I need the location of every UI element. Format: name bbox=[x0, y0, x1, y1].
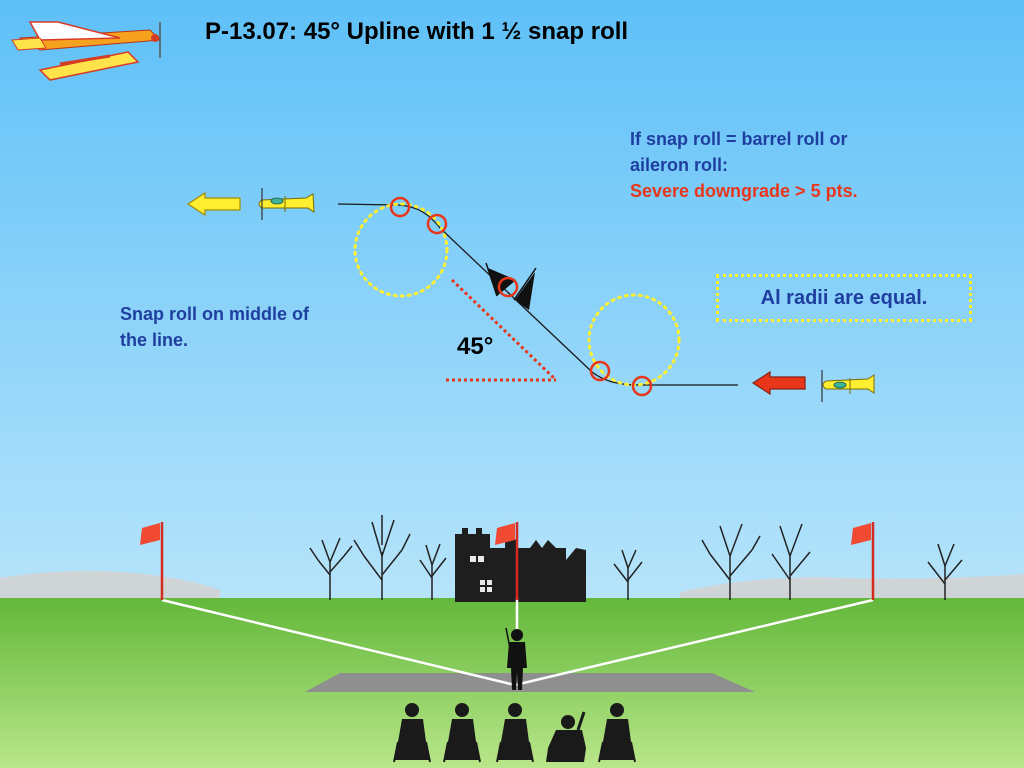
point-marker bbox=[389, 196, 411, 218]
angle-label: 45° bbox=[457, 333, 494, 360]
downgrade-text: Severe downgrade > 5 pts. bbox=[630, 181, 858, 201]
hill-left bbox=[0, 570, 220, 600]
tree-icon bbox=[419, 543, 447, 600]
flag-left-icon bbox=[140, 522, 164, 600]
entry-direction-arrow-icon bbox=[751, 370, 806, 396]
snap-note-line: the line. bbox=[120, 330, 189, 350]
point-marker bbox=[497, 276, 519, 298]
snap-note-line: Snap roll on middle of bbox=[120, 304, 309, 324]
warning-text-line: aileron roll: bbox=[630, 155, 729, 175]
point-marker bbox=[631, 375, 653, 397]
tree-icon bbox=[309, 537, 353, 600]
aerobatic-plane-logo-icon bbox=[11, 21, 162, 81]
pilot-silhouette-icon bbox=[505, 627, 527, 690]
judges-group-icon bbox=[393, 703, 636, 763]
plane-exit-icon bbox=[258, 188, 315, 220]
tree-icon bbox=[613, 549, 643, 600]
exit-direction-arrow-icon bbox=[186, 191, 241, 217]
angle-45-marker bbox=[446, 278, 558, 382]
radius-circle-top bbox=[353, 202, 449, 298]
page-title: P-13.07: 45° Upline with 1 ½ snap roll bbox=[205, 18, 629, 45]
tree-icon bbox=[771, 523, 811, 600]
point-marker bbox=[589, 360, 611, 382]
tree-icon bbox=[353, 515, 411, 600]
radii-note-box: Al radii are equal. bbox=[716, 274, 972, 322]
radii-note-text: Al radii are equal. bbox=[760, 286, 928, 309]
flag-center-icon bbox=[495, 522, 519, 600]
tree-icon bbox=[927, 543, 963, 600]
warning-text-line: If snap roll = barrel roll or bbox=[630, 129, 848, 149]
hill-right bbox=[680, 574, 1024, 600]
plane-entry-icon bbox=[821, 370, 875, 402]
figure-point-markers bbox=[389, 196, 653, 397]
castle-ruin-icon bbox=[455, 528, 586, 602]
point-marker bbox=[426, 213, 448, 235]
flag-right-icon bbox=[851, 522, 875, 600]
tree-icon bbox=[701, 523, 761, 600]
